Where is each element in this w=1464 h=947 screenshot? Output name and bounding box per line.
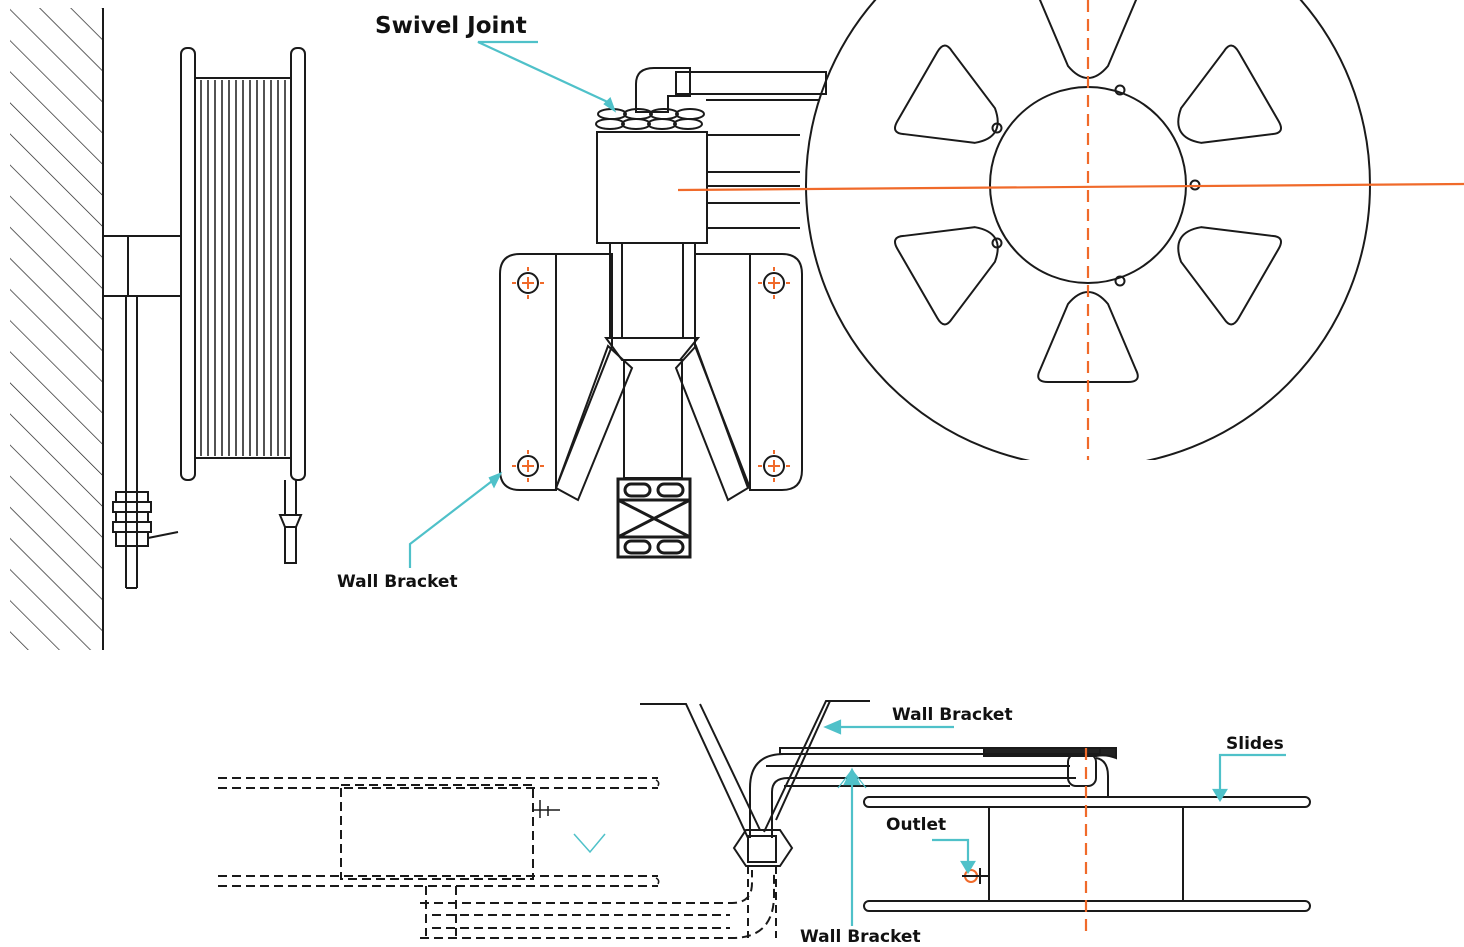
center-lines	[677, 0, 1464, 460]
swivel-elbow	[635, 67, 691, 113]
bracket-left	[499, 253, 557, 491]
front-pipe-upper	[675, 71, 827, 95]
inlet-fitting-front	[616, 477, 692, 559]
inlet-pipe-front	[623, 359, 683, 479]
side-bracket-arm	[102, 235, 182, 297]
top-bracket-arm	[640, 703, 761, 839]
swivel-rings	[595, 108, 705, 130]
leader-swivel-joint	[477, 40, 613, 105]
front-view	[499, 67, 827, 559]
leader-slides	[1218, 753, 1286, 794]
bracket-left-arm	[555, 253, 613, 489]
label-swivel-joint: Swivel Joint	[375, 13, 527, 39]
swivel-body	[596, 131, 708, 244]
outlet-fitting	[962, 868, 989, 884]
side-inlet-fitting	[112, 491, 179, 547]
label-wall-bracket-top: Wall Bracket	[892, 705, 1013, 725]
top-view	[218, 700, 1311, 939]
hex-nut	[732, 829, 794, 867]
reel-spokes	[894, 0, 1282, 383]
side-outlet-pipe	[278, 480, 303, 564]
side-view	[10, 8, 306, 650]
mount-holes	[517, 272, 785, 477]
bracket-right	[749, 253, 803, 491]
leader-wall-bracket-left	[408, 477, 497, 568]
leader-outlet	[932, 838, 970, 866]
dashed-hose-coil	[218, 777, 775, 939]
label-outlet: Outlet	[886, 815, 947, 835]
label-wall-bracket-bottom: Wall Bracket	[800, 927, 921, 947]
side-reel-drum	[180, 47, 306, 481]
label-slides: Slides	[1226, 734, 1284, 754]
label-wall-bracket-left: Wall Bracket	[337, 572, 458, 592]
callout-leaders	[408, 40, 1286, 926]
top-swivel-elbow	[749, 753, 1076, 838]
wall-hatching	[10, 8, 102, 650]
